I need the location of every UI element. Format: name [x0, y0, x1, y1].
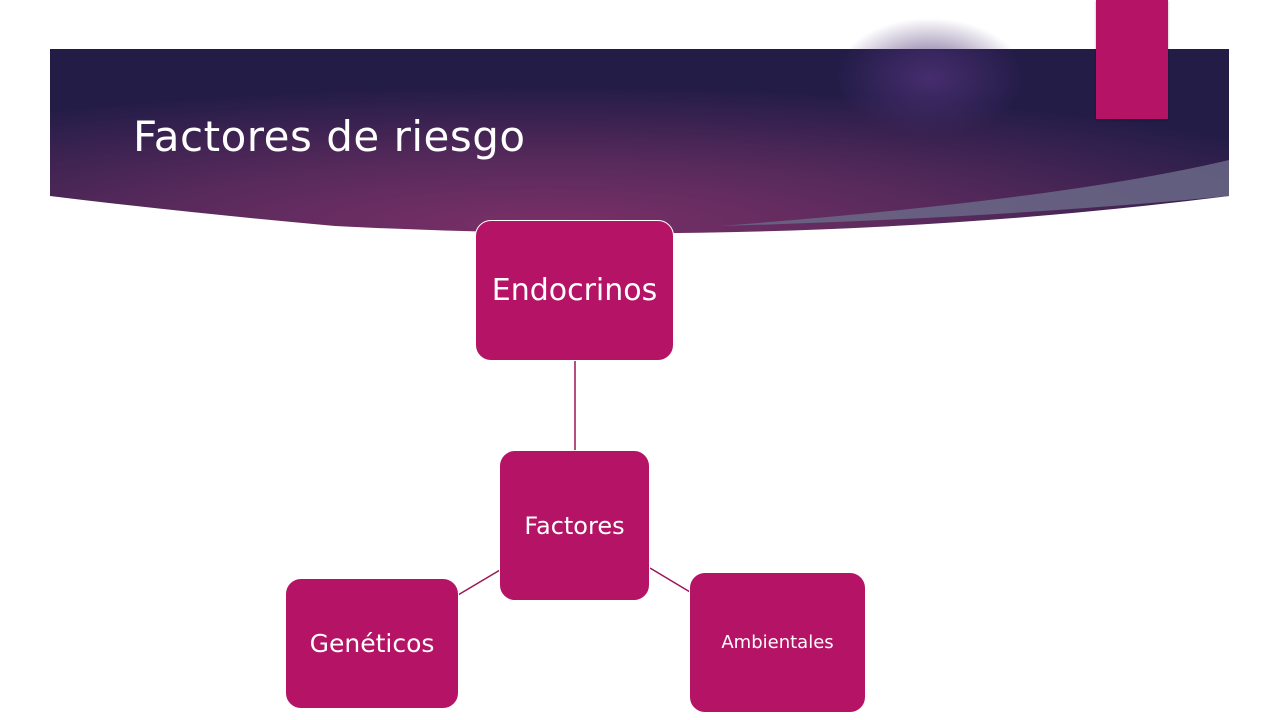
header-swoosh	[720, 160, 1229, 226]
node-ambientales-label: Ambientales	[721, 632, 834, 653]
node-ambientales: Ambientales	[689, 572, 866, 713]
edge-factores-ambientales	[649, 567, 691, 593]
edge-factores-geneticos	[457, 569, 501, 596]
node-geneticos: Genéticos	[285, 578, 459, 709]
header-band	[50, 18, 1229, 234]
accent-tab	[1096, 0, 1168, 119]
header-glow	[835, 18, 1025, 138]
node-factores-center: Factores	[499, 450, 650, 601]
node-geneticos-label: Genéticos	[309, 629, 435, 658]
node-factores-label: Factores	[524, 511, 625, 540]
node-endocrinos-label: Endocrinos	[491, 273, 658, 308]
slide-title: Factores de riesgo	[133, 112, 526, 161]
node-endocrinos: Endocrinos	[475, 220, 674, 361]
